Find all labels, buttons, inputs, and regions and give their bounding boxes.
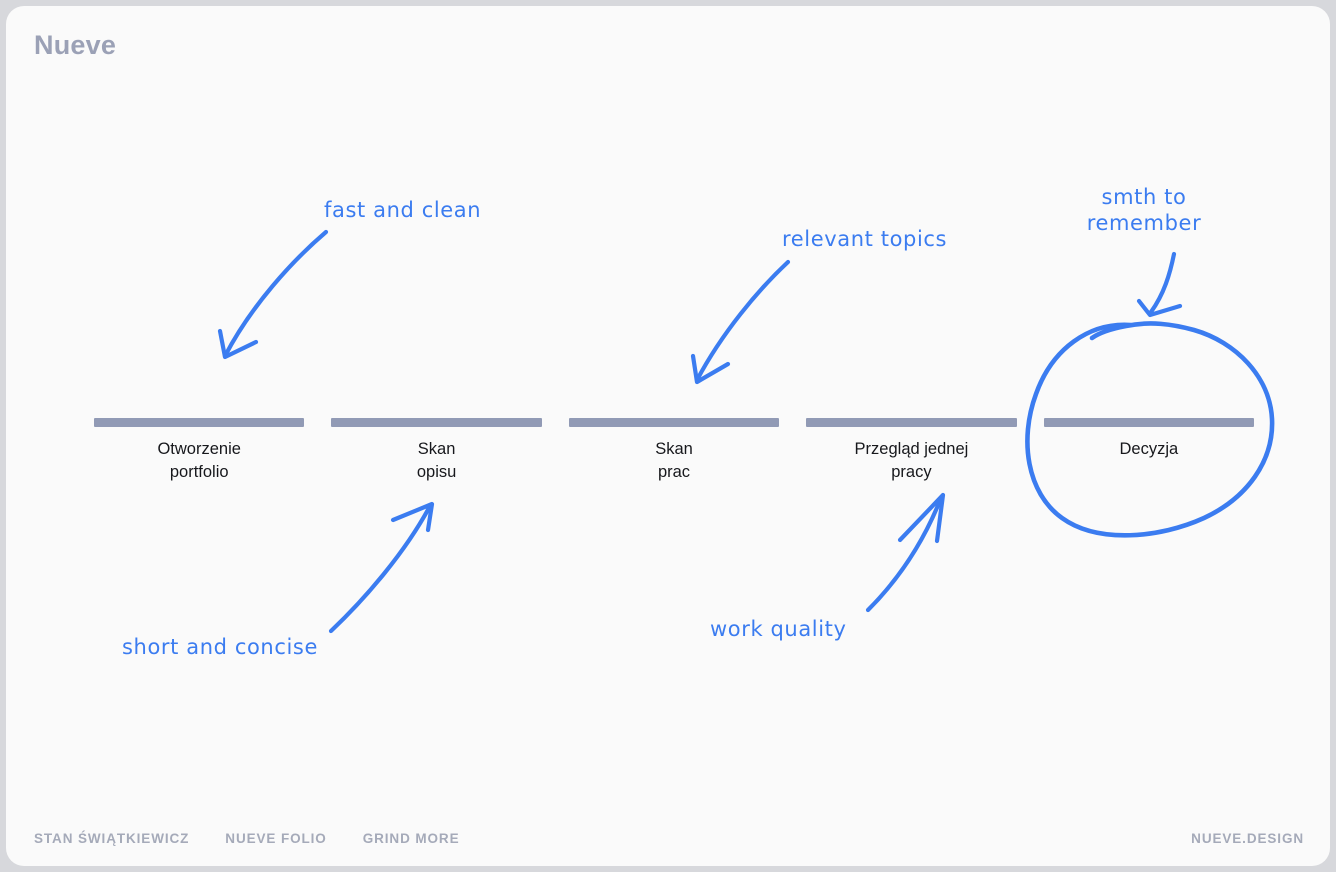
step-label: Skan prac — [655, 440, 693, 482]
flow-step-5[interactable]: Decyzja — [1043, 418, 1255, 508]
step-label: Otworzenie portfolio — [157, 440, 241, 482]
presentation-card: Nueve Otworzenie portfolio Skan opisu Sk… — [6, 6, 1330, 866]
flow-step-3[interactable]: Skan prac — [568, 418, 780, 508]
page-title: Nueve — [34, 30, 117, 60]
arrow-smth-to-remember-icon — [1148, 251, 1177, 315]
flow-step-2[interactable]: Skan opisu — [331, 418, 542, 508]
annotation-short-and-concise: short and concise — [122, 635, 318, 659]
footer-brand: Nueve.design — [1191, 831, 1304, 846]
annotation-relevant-topics: relevant topics — [782, 227, 948, 251]
footer-link-author[interactable]: Stan Świątkiewicz — [34, 831, 190, 846]
arrow-relevant-topics-head-icon — [690, 353, 731, 385]
arrow-smth-to-remember-head-icon — [1136, 298, 1183, 318]
arrow-fast-and-clean-head-icon — [217, 328, 259, 360]
arrow-work-quality-icon — [865, 495, 944, 613]
annotation-smth-to-remember: smth to remember — [1086, 185, 1202, 235]
annotation-fast-and-clean: fast and clean — [324, 198, 482, 222]
step-label: Decyzja — [1119, 440, 1179, 458]
arrow-fast-and-clean-icon — [222, 229, 329, 359]
step-bar — [94, 418, 305, 427]
step-bar — [568, 418, 780, 427]
step-label: Przegląd jednej pracy — [854, 440, 969, 482]
flow-step-4[interactable]: Przegląd jednej pracy — [806, 418, 1017, 508]
step-label: Skan opisu — [416, 440, 457, 482]
flow-step-1[interactable]: Otworzenie portfolio — [94, 418, 305, 508]
arrow-short-and-concise-icon — [328, 503, 433, 634]
arrow-relevant-topics-icon — [694, 259, 791, 383]
annotation-work-quality: work quality — [710, 617, 847, 641]
process-flow: Otworzenie portfolio Skan opisu Skan pra… — [94, 418, 1255, 508]
footer-link-website[interactable]: Nueve.design — [1191, 831, 1304, 846]
step-bar — [1043, 418, 1255, 427]
step-bar — [806, 418, 1017, 427]
footer-links: Stan Świątkiewicz Nueve Folio Grind More — [34, 831, 459, 846]
footer-link-folio[interactable]: Nueve Folio — [225, 831, 327, 846]
footer-link-grind-more[interactable]: Grind More — [362, 831, 460, 846]
step-bar — [331, 418, 542, 427]
